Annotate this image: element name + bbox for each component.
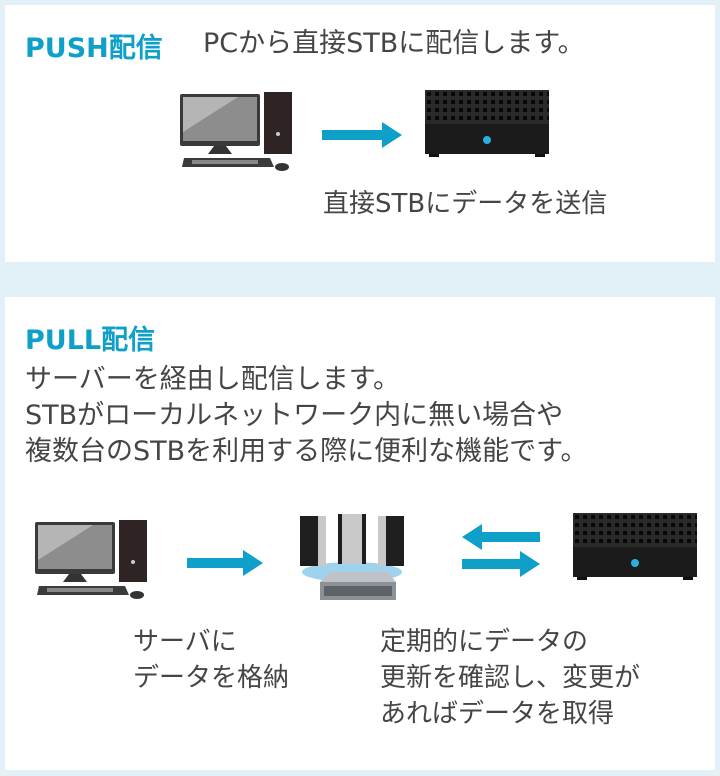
arrow-right-icon [322, 122, 402, 148]
caption-line: 定期的にデータの [380, 627, 589, 657]
caption-line: サーバに [133, 627, 237, 657]
pull-description: サーバーを経由し配信します。 STBがローカルネットワーク内に無い場合や 複数台… [25, 362, 587, 470]
pull-heading: PULL配信 [25, 325, 156, 356]
arrow-right-icon [187, 550, 263, 576]
description-line: STBがローカルネットワーク内に無い場合や [25, 400, 564, 431]
caption-line: あればデータを取得 [380, 699, 615, 729]
stb-caption: 定期的にデータの 更新を確認し、変更が あればデータを取得 [380, 624, 640, 732]
arrow-left-icon [462, 524, 540, 550]
push-heading: PUSH配信 [25, 33, 163, 64]
arrow-right-icon [462, 551, 540, 577]
description-line: 複数台のSTBを利用する際に便利な機能です。 [25, 436, 588, 467]
stb-box-icon [425, 90, 549, 157]
desktop-pc-icon [35, 520, 147, 599]
server-caption: サーバに データを格納 [133, 624, 289, 696]
stb-box-icon [573, 513, 697, 580]
push-subtitle: PCから直接STBに配信します。 [203, 28, 585, 59]
caption-line: データを格納 [133, 663, 290, 693]
server-icon [300, 514, 404, 600]
description-line: サーバーを経由し配信します。 [25, 364, 401, 395]
caption-line: 更新を確認し、変更が [380, 663, 641, 693]
desktop-pc-icon [180, 92, 292, 171]
push-caption: 直接STBにデータを送信 [323, 189, 608, 219]
